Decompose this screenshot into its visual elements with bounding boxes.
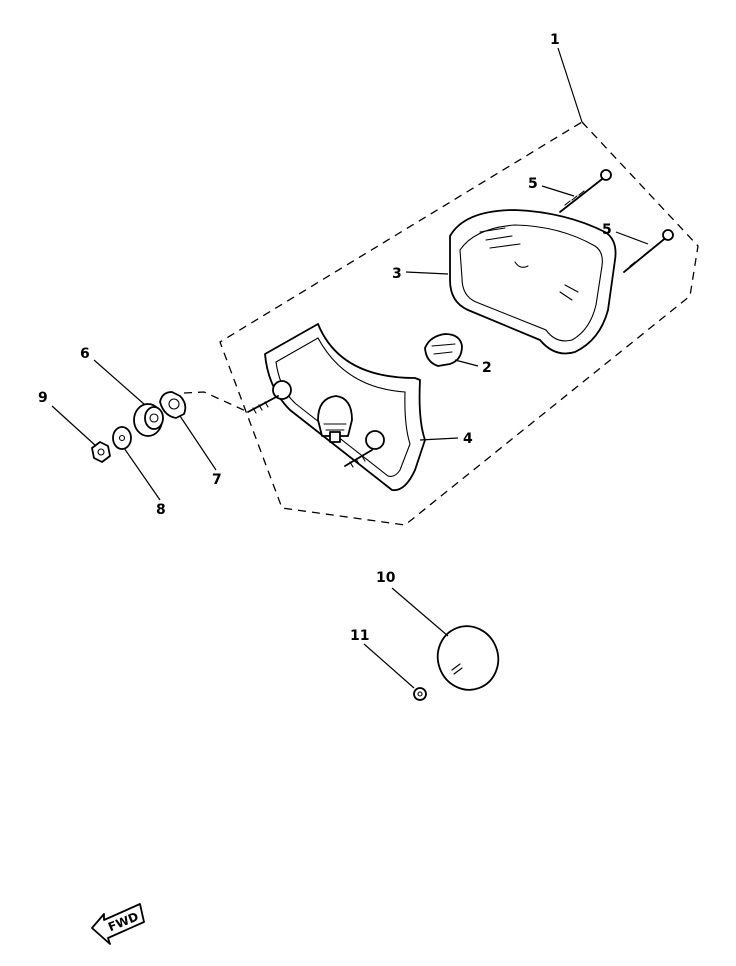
leader-3 [405,271,449,275]
leader-5a [541,185,575,197]
callout-3: 3 [392,266,402,282]
screw-upper [559,169,612,213]
reflector-nut [413,687,427,701]
washer [112,426,132,450]
callout-4: 4 [463,431,473,447]
tail-lens [449,209,617,355]
callout-7: 7 [212,472,222,488]
leader-7 [179,415,217,471]
leader-11 [363,643,415,689]
bulb [424,333,463,367]
leader-9 [51,405,97,447]
leader-1 [557,47,583,123]
leader-4 [419,437,459,441]
stud-connector-dashed [183,391,249,413]
leader-10 [391,587,449,637]
leader-8 [123,447,161,501]
light-base [247,323,426,492]
callout-6: 6 [80,346,90,362]
collar [159,391,187,419]
grommet [133,403,164,437]
callout-5a: 5 [528,176,538,192]
callout-8: 8 [156,502,166,518]
callout-5b: 5 [602,222,612,238]
fwd-arrow-icon: FWD [91,903,145,945]
callout-9: 9 [38,390,48,406]
nut [91,441,111,463]
callout-1: 1 [550,32,560,48]
leader-2 [454,359,479,367]
leader-5b [615,231,649,245]
callout-10: 10 [376,570,396,586]
reflector [436,625,500,691]
callout-11: 11 [350,628,369,644]
screw-right [623,229,674,273]
callout-2: 2 [482,360,492,376]
leader-6 [93,359,145,405]
assembly-dashed-outline [219,121,699,526]
